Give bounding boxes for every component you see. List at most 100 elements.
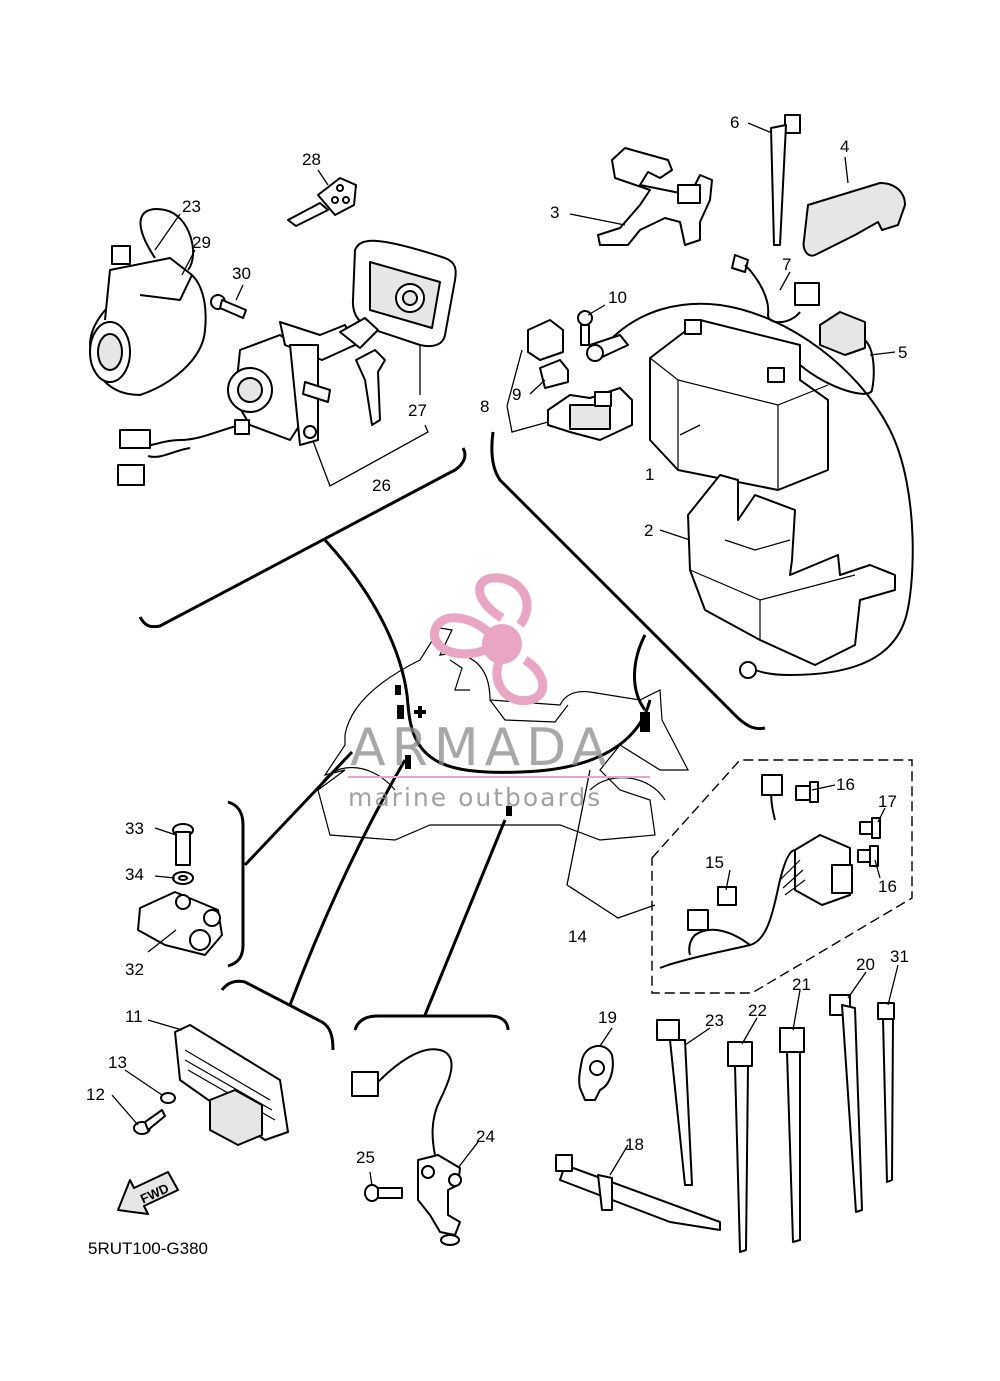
callout-15: 15 [705,853,724,872]
leader-left [243,750,354,867]
propeller-blade-right [492,656,548,706]
leader-lower-mid [423,819,507,1016]
callout-labels: 1 2 3 4 5 6 7 8 9 10 11 12 13 14 15 16 1… [86,113,909,1167]
part-8-9-relay [527,319,633,441]
callout-30: 30 [232,264,251,283]
part-34-washer [172,871,194,885]
part-16-fuse-top [795,781,819,803]
propeller-hub [482,624,522,664]
part-21-band [779,1027,805,1243]
watermark-tagline: marine outboards [348,783,602,812]
part-25-bolt [364,1184,403,1202]
part-23-band-top [111,208,195,271]
callout-19: 19 [598,1008,617,1027]
part-10-screw [577,310,593,346]
part-14-wire-harness [659,774,853,969]
part-13-washer [160,1092,176,1104]
callout-11: 11 [125,1007,143,1026]
propeller-blade-top [475,573,532,628]
part-19-clamp [578,1045,614,1101]
bracket-top-right [490,431,766,731]
part-11-rectifier [174,1024,289,1146]
callout-leaders [111,122,899,1187]
part-31-band [877,1002,895,1183]
part-17-fuse [859,817,881,839]
leader-top-left [323,538,652,774]
part-29-holder [89,257,207,396]
bracket-top-left [138,447,467,629]
watermark-logo: ARMADA marine outboards [348,573,650,812]
part-10-cable [586,302,914,679]
part-23-band-bottom [656,1019,693,1186]
callout-9: 9 [512,385,521,404]
bracket-lower-mid [353,1014,510,1031]
callout-29: 29 [192,233,211,252]
part-16-fuse-bottom [857,845,879,867]
callout-12: 12 [86,1085,105,1104]
callout-1: 1 [645,465,654,484]
callout-28: 28 [302,150,321,169]
bracket-8 [506,349,549,433]
callout-16-bottom: 16 [878,877,897,896]
bracket-left [227,800,245,968]
part-26-main-switch [227,321,356,446]
connector-mark-1 [640,712,650,732]
callout-33: 33 [125,819,144,838]
leader-14 [566,769,656,919]
callout-32: 32 [125,960,144,979]
propeller-blade-left [430,613,492,659]
part-30-screw [210,294,247,319]
callout-16-top: 16 [836,775,855,794]
part-4-cover [802,182,906,257]
connector-mark-2 [397,705,404,719]
callout-14: 14 [568,927,587,946]
part-15-connector [717,886,737,906]
part-1-battery [649,319,829,491]
part-22-band [727,1041,753,1253]
part-20-band [829,994,863,1213]
part-6-band [770,114,801,246]
leader-top-right [633,634,647,711]
dashed-box-harness [651,759,913,994]
connector-mark-3 [405,755,411,769]
callout-2: 2 [644,521,653,540]
connector-mark-4 [506,806,512,816]
part-27-lock-cover [351,239,457,348]
callout-25: 25 [356,1148,375,1167]
callout-27: 27 [408,401,427,420]
callout-23-top: 23 [182,197,201,216]
callout-24: 24 [476,1127,495,1146]
part-32-sensor [137,891,223,956]
callout-23-bottom: 23 [705,1011,724,1030]
callout-17: 17 [878,792,897,811]
connector-mark-5 [395,685,401,695]
callout-13: 13 [108,1053,127,1072]
part-5-lead [799,311,875,395]
callout-21: 21 [792,975,811,994]
callout-34: 34 [125,865,144,884]
part-33-bolt [172,823,194,866]
callout-3: 3 [550,203,559,222]
part-18-band-clip [555,1154,721,1231]
callout-18: 18 [625,1135,644,1154]
battery-plus-mark [414,706,426,718]
part-26-key-left [339,317,386,426]
callout-20: 20 [856,955,875,974]
callout-6: 6 [730,113,739,132]
part-7-lead [731,254,820,324]
callout-10: 10 [608,288,627,307]
part-12-bolt [133,1109,166,1135]
diagram-code: 5RUT100-G380 [88,1239,208,1258]
callout-26: 26 [372,476,391,495]
callout-31: 31 [890,947,909,966]
part-28-key [287,177,357,227]
bracket-26 [312,424,429,487]
callout-5: 5 [898,343,907,362]
leader-lower-left [288,759,407,1006]
part-26-harness [117,419,250,486]
fwd-arrow [117,1171,179,1215]
bracket-lower-left [220,979,335,1051]
part-3-stay [597,147,713,246]
callout-7: 7 [782,255,791,274]
